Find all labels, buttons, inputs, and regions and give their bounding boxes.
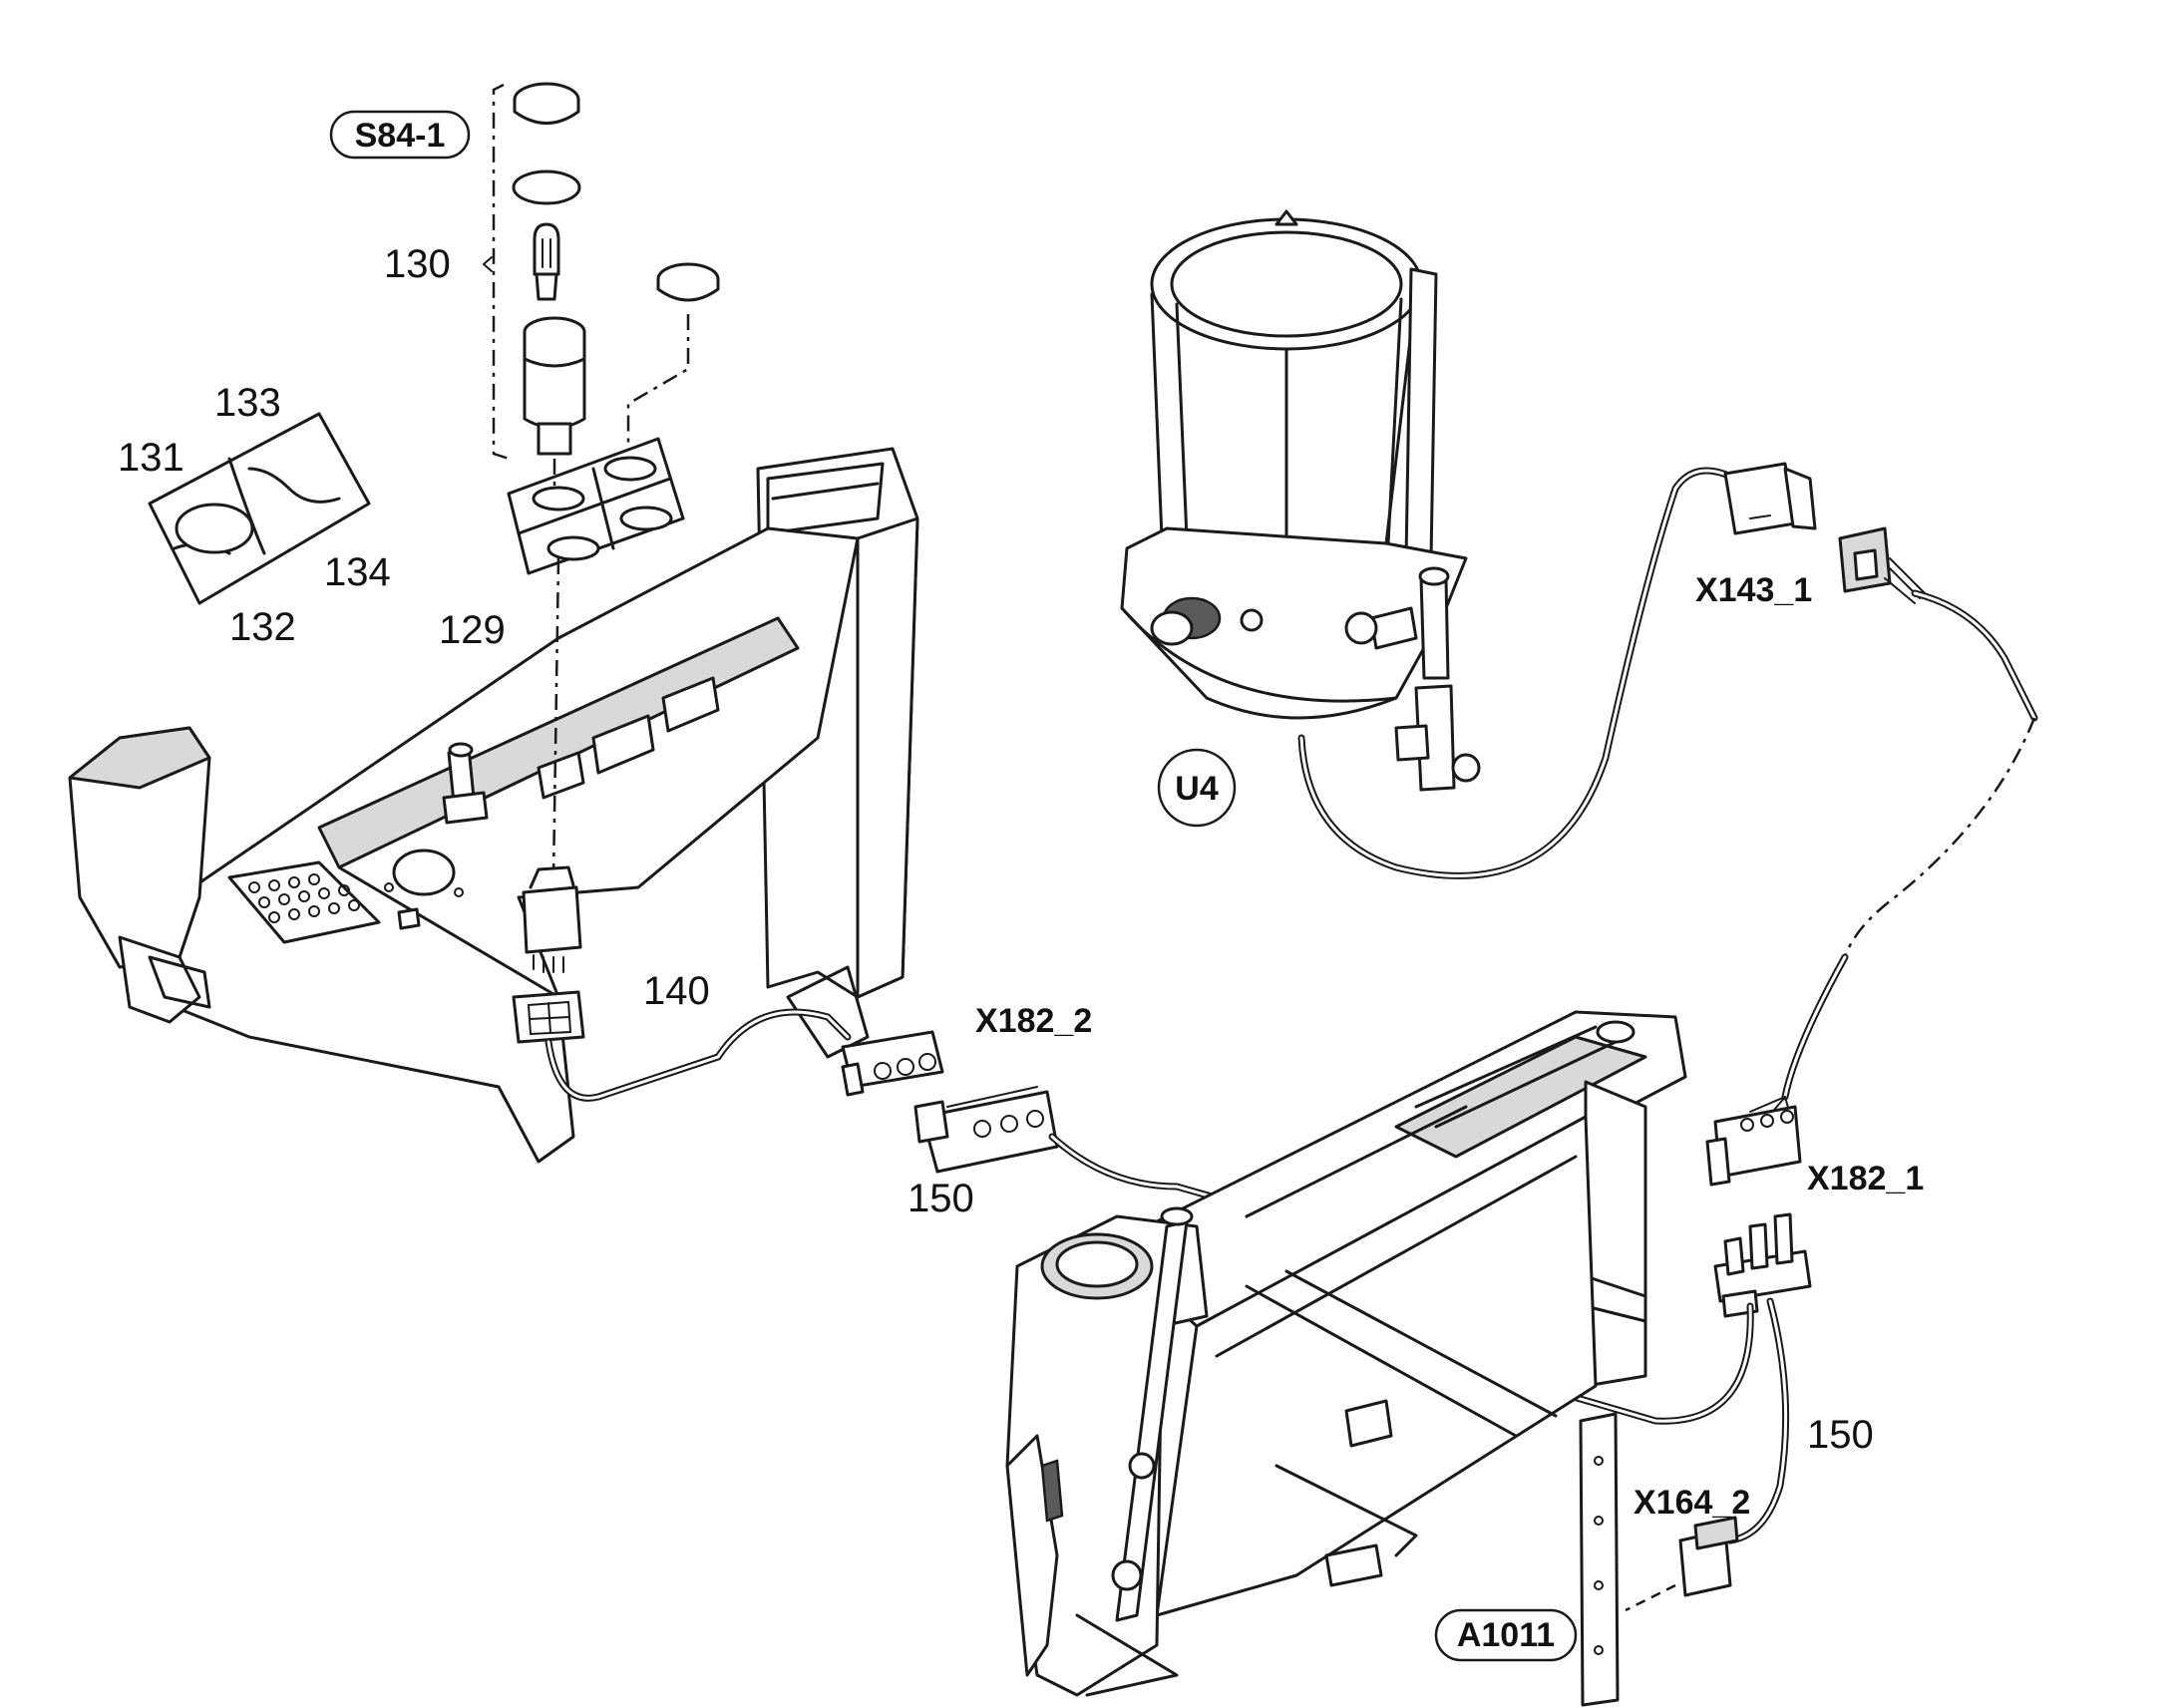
right-console-frame	[1005, 1010, 1687, 1697]
u4-bubble	[1157, 748, 1237, 828]
label-u4: U4	[1175, 770, 1219, 808]
label-130: 130	[384, 242, 451, 286]
connector-x182-2-female	[841, 1030, 944, 1097]
connector-x182-1-male	[1713, 1212, 1812, 1318]
switch-s84-1-assembly	[483, 82, 720, 1044]
s84-1-bubble	[329, 110, 471, 160]
label-x182-1: X182_1	[1807, 1160, 1924, 1197]
cable-140	[545, 1008, 852, 1102]
gasket-plates	[148, 412, 371, 605]
label-s84-1: S84-1	[355, 117, 446, 155]
connector-x182-2-male	[913, 1086, 1059, 1174]
label-150-left: 150	[908, 1177, 974, 1220]
label-x143-1: X143_1	[1695, 571, 1812, 609]
cable-150-right	[1412, 1297, 1790, 1544]
keypad-buttons	[248, 873, 360, 923]
connector-x182-1-female	[1705, 953, 1849, 1187]
label-a1011: A1011	[1457, 1616, 1555, 1654]
label-150-right: 150	[1807, 1413, 1874, 1457]
label-133: 133	[214, 381, 281, 425]
connector-x143-1-female	[1723, 462, 1817, 535]
connector-x164-2	[1625, 1516, 1739, 1612]
label-132: 132	[229, 605, 296, 649]
a1011-bubble	[1434, 1608, 1578, 1662]
pump-cable	[1297, 467, 1739, 879]
connector-x143-1-male	[1838, 526, 1926, 604]
label-x164-2: X164_2	[1634, 1484, 1750, 1522]
module-a1011	[1579, 1412, 1620, 1707]
label-131: 131	[118, 436, 184, 480]
lube-pump-u4	[1120, 209, 1481, 792]
operator-console	[68, 447, 919, 1164]
label-140: 140	[643, 969, 710, 1013]
label-134: 134	[324, 550, 391, 594]
label-129: 129	[439, 608, 506, 652]
label-x182-2: X182_2	[975, 1002, 1092, 1040]
pump-cable-right	[1843, 589, 2038, 958]
